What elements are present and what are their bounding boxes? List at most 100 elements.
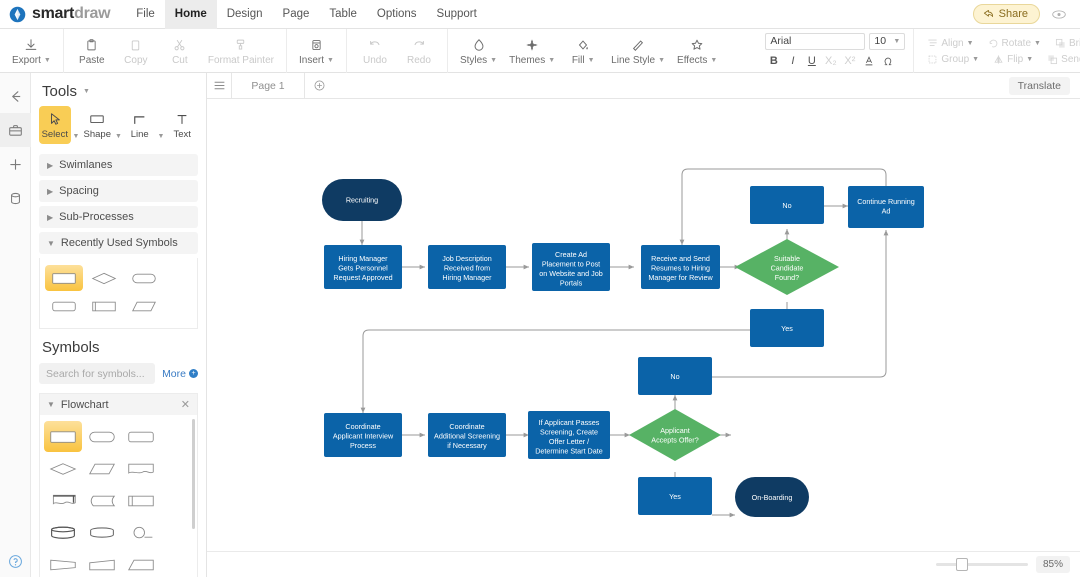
page-tab-1[interactable]: Page 1 (231, 72, 305, 99)
search-input[interactable] (39, 363, 156, 384)
accordion-recently-used[interactable]: ▼ Recently Used Symbols (39, 232, 198, 254)
node-hiring-manager-approval[interactable]: Hiring Manager Gets Personnel Request Ap… (324, 245, 402, 289)
app-logo[interactable]: smartdraw (0, 5, 114, 23)
tool-select[interactable]: Select (39, 106, 71, 144)
font-size-input[interactable]: 10 ▼ (869, 32, 906, 50)
symbol-rounded-rect[interactable] (122, 421, 160, 452)
tool-line[interactable]: Line (124, 106, 156, 144)
group-button[interactable]: Group▼ (920, 54, 986, 65)
insert-button[interactable]: Insert▼ (293, 34, 340, 68)
chevron-down-icon[interactable]: ▼ (115, 133, 122, 140)
symbol-terminator-rounded[interactable] (83, 421, 121, 452)
node-accepts-no[interactable]: No (638, 357, 712, 395)
send-to-back-button[interactable]: Send to Back (1040, 54, 1080, 65)
underline-button[interactable]: U (807, 55, 816, 67)
close-icon[interactable]: ✕ (180, 399, 190, 411)
zoom-slider[interactable] (935, 558, 1028, 571)
node-coordinate-interview[interactable]: Coordinate Applicant Interview Process (324, 413, 402, 457)
chevron-down-icon[interactable]: ▼ (72, 133, 80, 140)
accordion-swimlanes[interactable]: ▶ Swimlanes (39, 154, 198, 176)
menu-item-options[interactable]: Options (376, 7, 417, 20)
italic-button[interactable]: I (791, 55, 795, 67)
symbol-terminator-rounded[interactable] (125, 265, 163, 291)
menu-item-page[interactable]: Page (282, 7, 310, 20)
translate-button[interactable]: Translate (1008, 76, 1070, 95)
menu-item-home[interactable]: Home (164, 0, 217, 29)
superscript-button[interactable]: X² (844, 55, 856, 67)
tools-panel-title[interactable]: Tools ▼ (31, 73, 206, 106)
symbol-rounded-rect[interactable] (45, 293, 83, 319)
accordion-sub-processes[interactable]: ▶ Sub-Processes (39, 206, 198, 228)
menu-item-support[interactable]: Support (436, 7, 477, 20)
redo-button[interactable]: Redo (397, 34, 441, 68)
symbol-trapezoid-manual-op[interactable] (122, 549, 160, 577)
symbol-process-box[interactable] (45, 265, 83, 291)
node-on-boarding[interactable]: On-Boarding (735, 477, 809, 517)
help-button[interactable] (0, 554, 31, 569)
symbol-document[interactable] (122, 453, 160, 484)
align-button[interactable]: Align▼ (920, 38, 980, 49)
symbol-direct-access-storage[interactable] (44, 517, 82, 548)
symbol-multi-document[interactable] (44, 485, 82, 516)
rail-add-button[interactable] (0, 147, 31, 181)
node-create-ad-placement[interactable]: Create Ad Placement to Post on Website a… (532, 243, 610, 291)
preview-button[interactable] (1048, 5, 1070, 23)
rail-templates-button[interactable] (0, 113, 31, 147)
themes-button[interactable]: Themes▼ (503, 34, 561, 68)
chevron-down-icon[interactable]: ▼ (157, 133, 165, 140)
copy-button[interactable]: Copy (114, 34, 158, 68)
flip-button[interactable]: Flip▼ (986, 54, 1040, 65)
cut-button[interactable]: Cut (158, 34, 202, 68)
symbol-parallelogram[interactable] (125, 293, 163, 319)
tool-shape[interactable]: Shape (81, 106, 113, 144)
effects-button[interactable]: Effects▼ (671, 34, 723, 68)
symbol-decision-diamond[interactable] (85, 265, 123, 291)
symbol-internal-storage[interactable] (122, 485, 160, 516)
line-style-button[interactable]: Line Style▼ (605, 34, 671, 68)
symbol-panel-scrollbar[interactable] (192, 419, 195, 529)
node-job-description[interactable]: Job Description Received from Hiring Man… (428, 245, 506, 289)
symbol-manual-input[interactable] (44, 549, 82, 577)
node-suitable-candidate-found[interactable]: Suitable Candidate Found? (735, 239, 839, 295)
bring-to-front-button[interactable]: Bring to Front (1048, 38, 1080, 49)
undo-button[interactable]: Undo (353, 34, 397, 68)
symbol-bordered-rect[interactable] (85, 293, 123, 319)
symbol-process-box[interactable] (44, 421, 82, 452)
symbol-magnetic-disk[interactable] (83, 517, 121, 548)
font-family-input[interactable]: Arial (765, 32, 866, 50)
fill-button[interactable]: Fill▼ (561, 34, 605, 68)
more-symbols-link[interactable]: More + (162, 368, 198, 380)
menu-item-design[interactable]: Design (226, 7, 263, 20)
format-painter-button[interactable]: Format Painter (202, 34, 280, 68)
paste-button[interactable]: Paste (70, 34, 114, 68)
share-button[interactable]: Share (972, 4, 1040, 24)
node-additional-screening[interactable]: Coordinate Additional Screening if Neces… (428, 413, 506, 457)
symbol-category-header[interactable]: ▼ Flowchart ✕ (40, 394, 197, 415)
symbol-search-box[interactable] (39, 363, 156, 384)
node-applicant-accepts-offer[interactable]: Applicant Accepts Offer? (629, 409, 721, 461)
page-menu-button[interactable] (207, 79, 231, 92)
zoom-level[interactable]: 85% (1035, 556, 1070, 573)
node-suitable-yes[interactable]: Yes (750, 309, 824, 347)
subscript-button[interactable]: X₂ (825, 55, 837, 67)
zoom-slider-handle[interactable] (955, 558, 968, 571)
node-suitable-no[interactable]: No (750, 186, 824, 224)
node-continue-running-ad[interactable]: Continue Running Ad (848, 186, 924, 228)
node-offer-letter[interactable]: If Applicant Passes Screening, Create Of… (528, 411, 610, 459)
symbol-card[interactable] (83, 549, 121, 577)
node-receive-send-resumes[interactable]: Receive and Send Resumes to Hiring Manag… (641, 245, 720, 289)
export-button[interactable]: Export▼ (6, 34, 57, 68)
symbol-decision-diamond[interactable] (44, 453, 82, 484)
menu-item-table[interactable]: Table (329, 7, 357, 20)
rail-data-button[interactable] (0, 181, 31, 215)
symbol-display[interactable] (122, 517, 160, 548)
add-page-button[interactable] (305, 79, 333, 92)
symbol-stored-data[interactable] (83, 485, 121, 516)
text-color-button[interactable] (860, 53, 877, 70)
accordion-spacing[interactable]: ▶ Spacing (39, 180, 198, 202)
rail-back-button[interactable] (0, 79, 31, 113)
node-accepts-yes[interactable]: Yes (638, 477, 712, 515)
styles-button[interactable]: Styles▼ (454, 34, 503, 68)
rotate-button[interactable]: Rotate▼ (981, 38, 1048, 49)
menu-item-file[interactable]: File (136, 7, 155, 20)
